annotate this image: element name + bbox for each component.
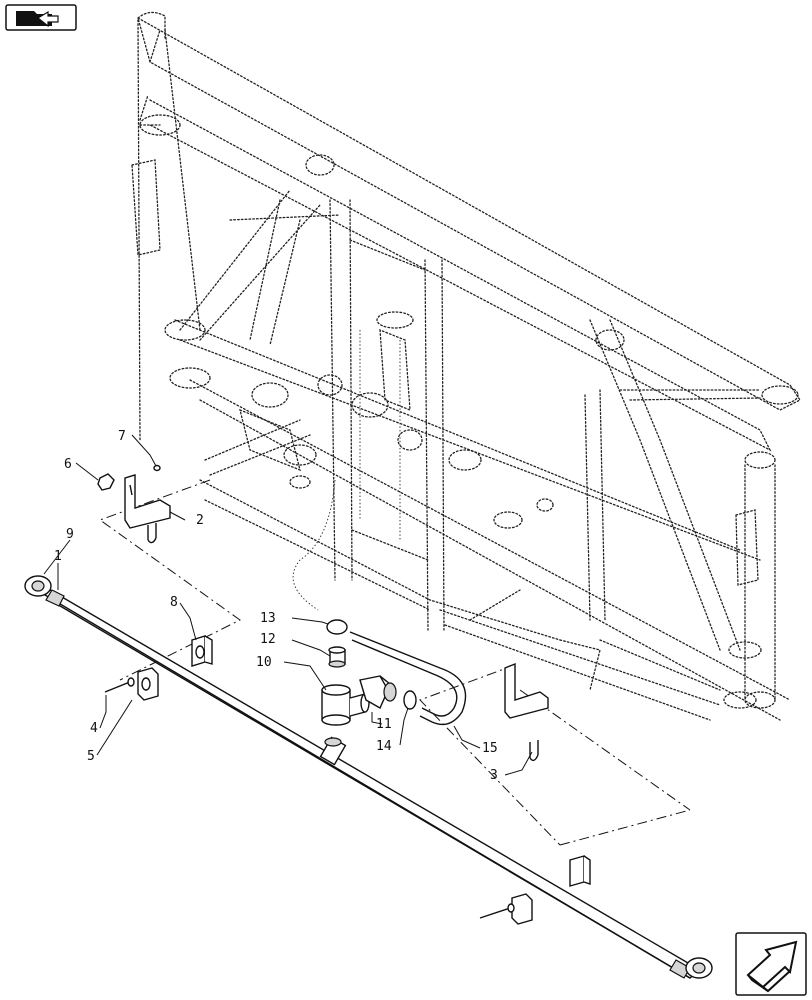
bracket-3 (504, 662, 549, 762)
callout-4: 4 (90, 721, 98, 736)
callout-12: 12 (260, 632, 276, 647)
hose-clamp-13 (326, 619, 348, 635)
callout-15: 15 (482, 741, 498, 756)
saddle-clamp-8 (191, 635, 213, 667)
callout-9: 9 (66, 527, 74, 542)
tee-fitting-10 (321, 684, 370, 726)
callout-6: 6 (64, 457, 72, 472)
saddle-clamp-right (569, 855, 591, 887)
callout-1: 1 (54, 549, 62, 564)
callout-2: 2 (196, 513, 204, 528)
hose-route (292, 479, 336, 611)
leader-lines (43, 434, 533, 776)
elbow-11 (359, 675, 397, 709)
bracket-upper (124, 474, 171, 544)
nut-6 (97, 473, 115, 491)
boom-frame (131, 11, 801, 721)
hose-15 (349, 631, 467, 726)
next-page-button[interactable] (735, 932, 807, 996)
back-nav-button[interactable] (5, 4, 77, 31)
alignment-lines (98, 479, 691, 846)
clamp-5 (137, 667, 159, 701)
valve-assembly (239, 311, 554, 529)
nipple-12 (328, 646, 346, 668)
callout-8: 8 (170, 595, 178, 610)
end-nut-left (24, 575, 52, 597)
bolt-4 (104, 677, 135, 693)
callout-10: 10 (256, 655, 272, 670)
hose-clamp-14 (403, 690, 417, 710)
callout-3: 3 (490, 768, 498, 783)
clamp-right (479, 893, 533, 925)
arrow-in-folder-icon (16, 10, 59, 28)
callout-7: 7 (118, 429, 126, 444)
callout-13: 13 (260, 611, 276, 626)
next-page-arrow-icon (746, 940, 798, 993)
callout-numbers: 1 2 3 4 5 6 7 8 9 10 11 12 13 14 15 (54, 429, 498, 783)
end-nut-right (685, 957, 713, 979)
callout-11: 11 (376, 717, 392, 732)
callout-14: 14 (376, 739, 392, 754)
washer-7 (153, 464, 161, 472)
callout-5: 5 (87, 749, 95, 764)
